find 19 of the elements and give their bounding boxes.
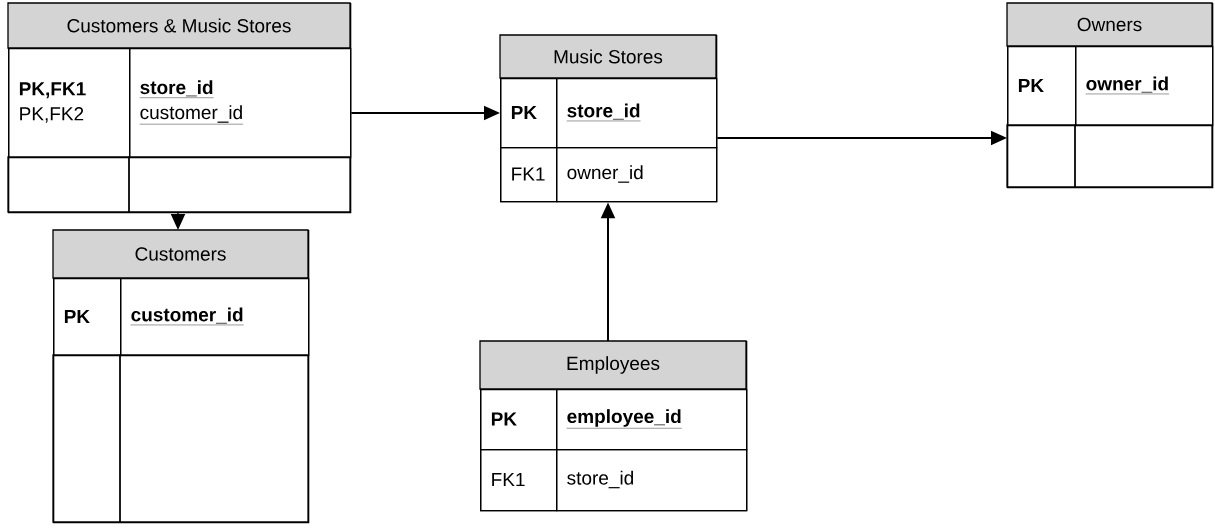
- field-cell: store_id customer_id: [129, 48, 352, 159]
- key-cell: PK: [500, 78, 558, 149]
- table-header: Customers: [52, 229, 309, 279]
- table-header: Owners: [1006, 2, 1213, 47]
- key-cell: PK: [1007, 46, 1077, 127]
- field-cell: store_id: [556, 449, 748, 512]
- table-header: Customers & Music Stores: [7, 2, 351, 49]
- key-cell: FK1: [500, 147, 558, 203]
- field-cell: store_id: [556, 78, 718, 149]
- table-header: Music Stores: [499, 34, 717, 79]
- field-cell: customer_id: [120, 278, 310, 357]
- key-cell: PK: [480, 389, 558, 451]
- key-cell: PK: [53, 278, 122, 357]
- field-cell: employee_id: [556, 389, 748, 451]
- key-cell: PK,FK1 PK,FK2: [8, 48, 131, 159]
- field-cell: owner_id: [556, 147, 718, 203]
- key-cell: FK1: [480, 449, 558, 512]
- field-cell: owner_id: [1075, 46, 1214, 127]
- table-header: Employees: [479, 340, 747, 390]
